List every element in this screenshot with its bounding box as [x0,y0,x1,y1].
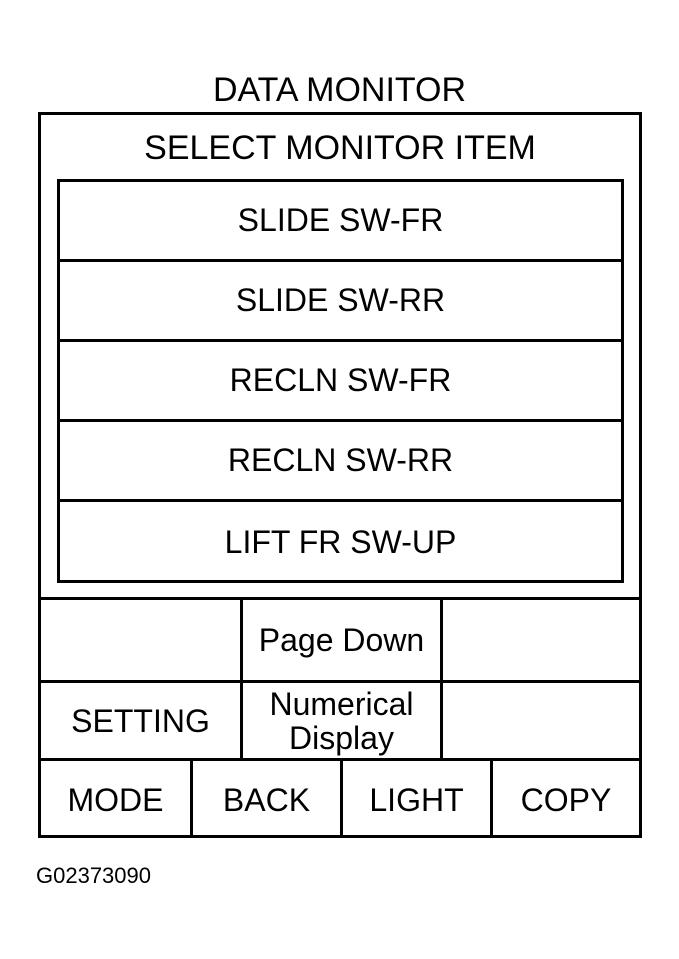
copy-button[interactable]: COPY [520,781,612,818]
button-grid: Page Down SETTING Numerical Display MODE… [41,597,639,838]
back-button[interactable]: BACK [222,781,311,818]
grid-divider [440,600,443,758]
figure-code: G02373090 [36,863,151,888]
numerical-display-button[interactable]: Numerical Display [243,683,440,758]
screen-title: DATA MONITOR [212,71,467,109]
monitor-item-lift-fr-sw-up[interactable]: LIFT FR SW-UP [224,523,457,560]
numerical-display-label-line1: Numerical [269,685,414,722]
monitor-item-list: SLIDE SW-FR SLIDE SW-RR RECLN SW-FR RECL… [57,179,624,583]
empty-button-cell [443,683,639,758]
numerical-display-label-line2: Display [289,719,394,756]
setting-button[interactable]: SETTING [71,702,210,739]
monitor-item-recln-sw-rr[interactable]: RECLN SW-RR [60,422,621,502]
monitor-item-recln-sw-fr[interactable]: RECLN SW-FR [60,342,621,422]
grid-divider [41,680,639,683]
light-button[interactable]: LIGHT [369,781,464,818]
grid-divider [490,758,493,838]
monitor-item-slide-sw-rr[interactable]: SLIDE SW-RR [60,262,621,342]
grid-divider [240,600,243,758]
list-header: SELECT MONITOR ITEM [144,129,536,167]
grid-divider [340,758,343,838]
monitor-frame: SELECT MONITOR ITEM SLIDE SW-FR SLIDE SW… [38,112,642,838]
mode-button[interactable]: MODE [67,781,164,818]
monitor-item-slide-sw-fr[interactable]: SLIDE SW-FR [60,182,621,262]
empty-button-cell [41,600,240,680]
empty-button-cell [443,600,639,680]
page-down-button[interactable]: Page Down [258,622,425,658]
grid-divider [190,758,193,838]
